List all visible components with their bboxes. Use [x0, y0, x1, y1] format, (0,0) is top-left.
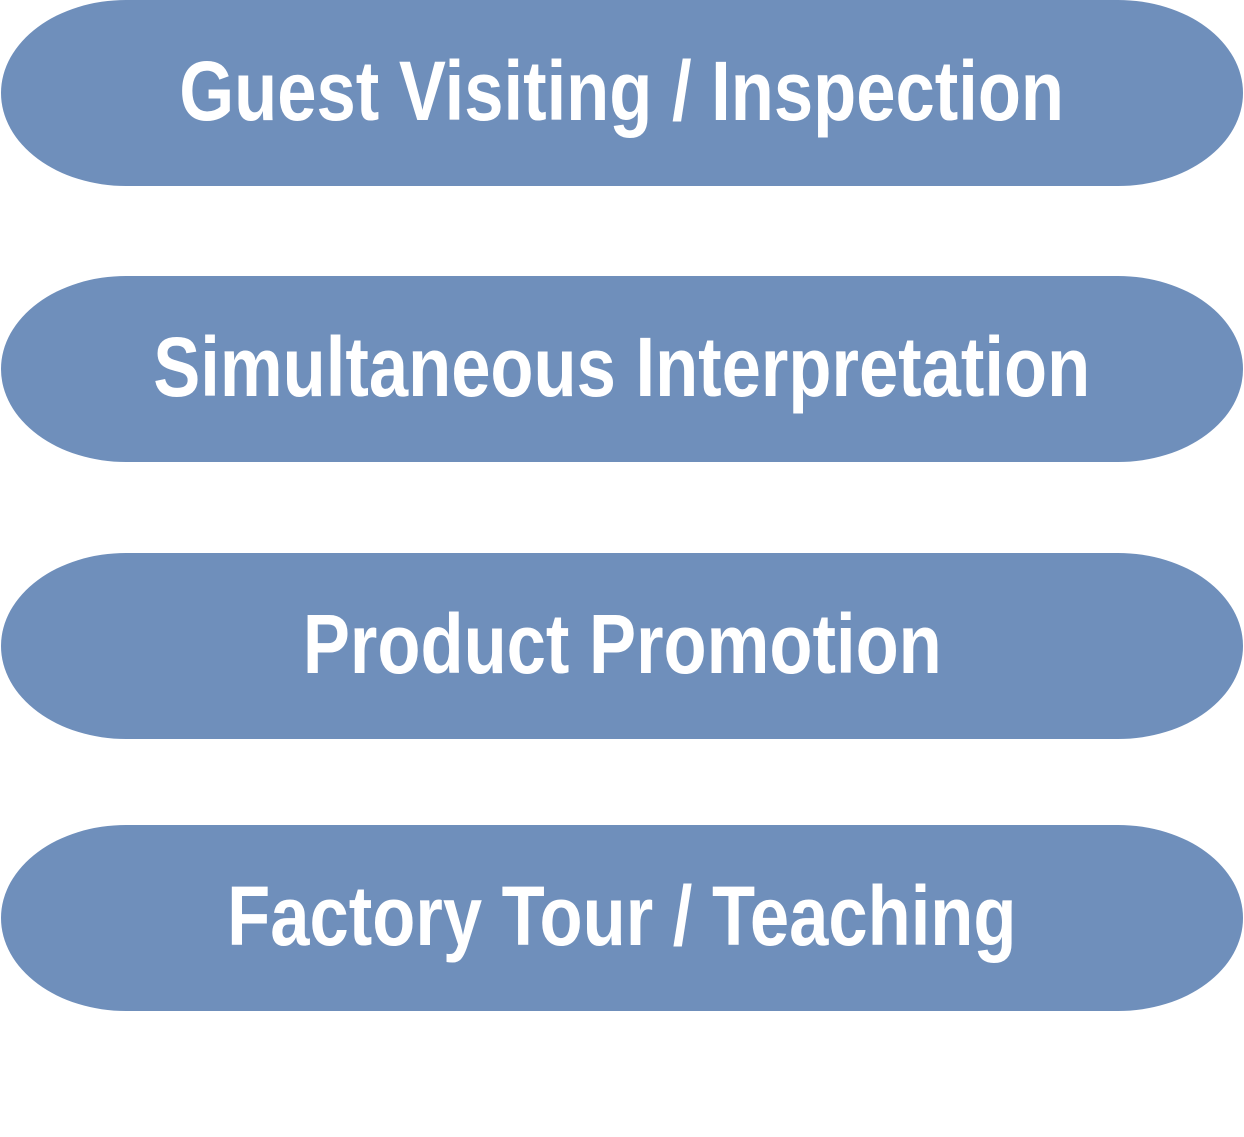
- service-pill-factory-tour: Factory Tour / Teaching: [1, 825, 1243, 1011]
- service-label: Product Promotion: [302, 597, 942, 691]
- service-label: Factory Tour / Teaching: [227, 869, 1017, 963]
- service-pill-guest-visiting: Guest Visiting / Inspection: [1, 0, 1243, 186]
- service-label: Guest Visiting / Inspection: [179, 44, 1065, 138]
- service-label: Simultaneous Interpretation: [153, 320, 1091, 414]
- service-pill-simultaneous-interpretation: Simultaneous Interpretation: [1, 276, 1243, 462]
- service-pill-product-promotion: Product Promotion: [1, 553, 1243, 739]
